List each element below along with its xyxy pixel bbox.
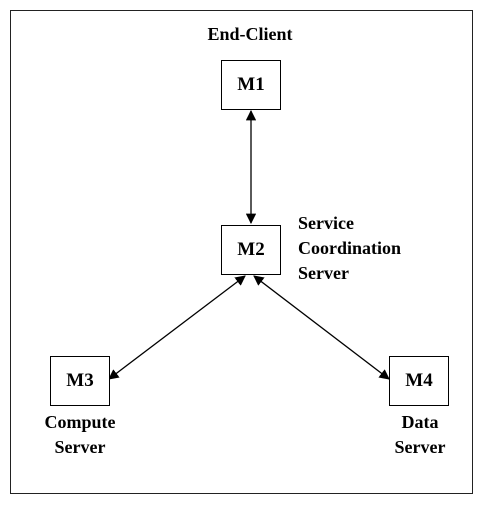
m4-caption: Data Server xyxy=(375,410,465,460)
m1-caption: End-Client xyxy=(207,24,293,44)
node-m3: M3 xyxy=(50,356,110,406)
edge-m2-m4 xyxy=(253,275,390,380)
m4-caption-line-2: Server xyxy=(394,437,446,457)
m2-caption-line-3: Server xyxy=(298,263,349,283)
node-m1: M1 xyxy=(221,60,281,110)
m3-caption-line-2: Server xyxy=(54,437,106,457)
m2-caption-line-1: Service xyxy=(298,213,354,233)
edge-m2-m3 xyxy=(108,275,246,380)
node-m2: M2 xyxy=(221,225,281,275)
m3-caption: Compute Server xyxy=(20,410,140,460)
node-m4: M4 xyxy=(389,356,449,406)
m2-caption-line-2: Coordination xyxy=(298,238,402,258)
m4-caption-line-1: Data xyxy=(401,412,439,432)
m3-caption-line-1: Compute xyxy=(44,412,116,432)
m2-caption: Service Coordination Server xyxy=(298,211,401,286)
